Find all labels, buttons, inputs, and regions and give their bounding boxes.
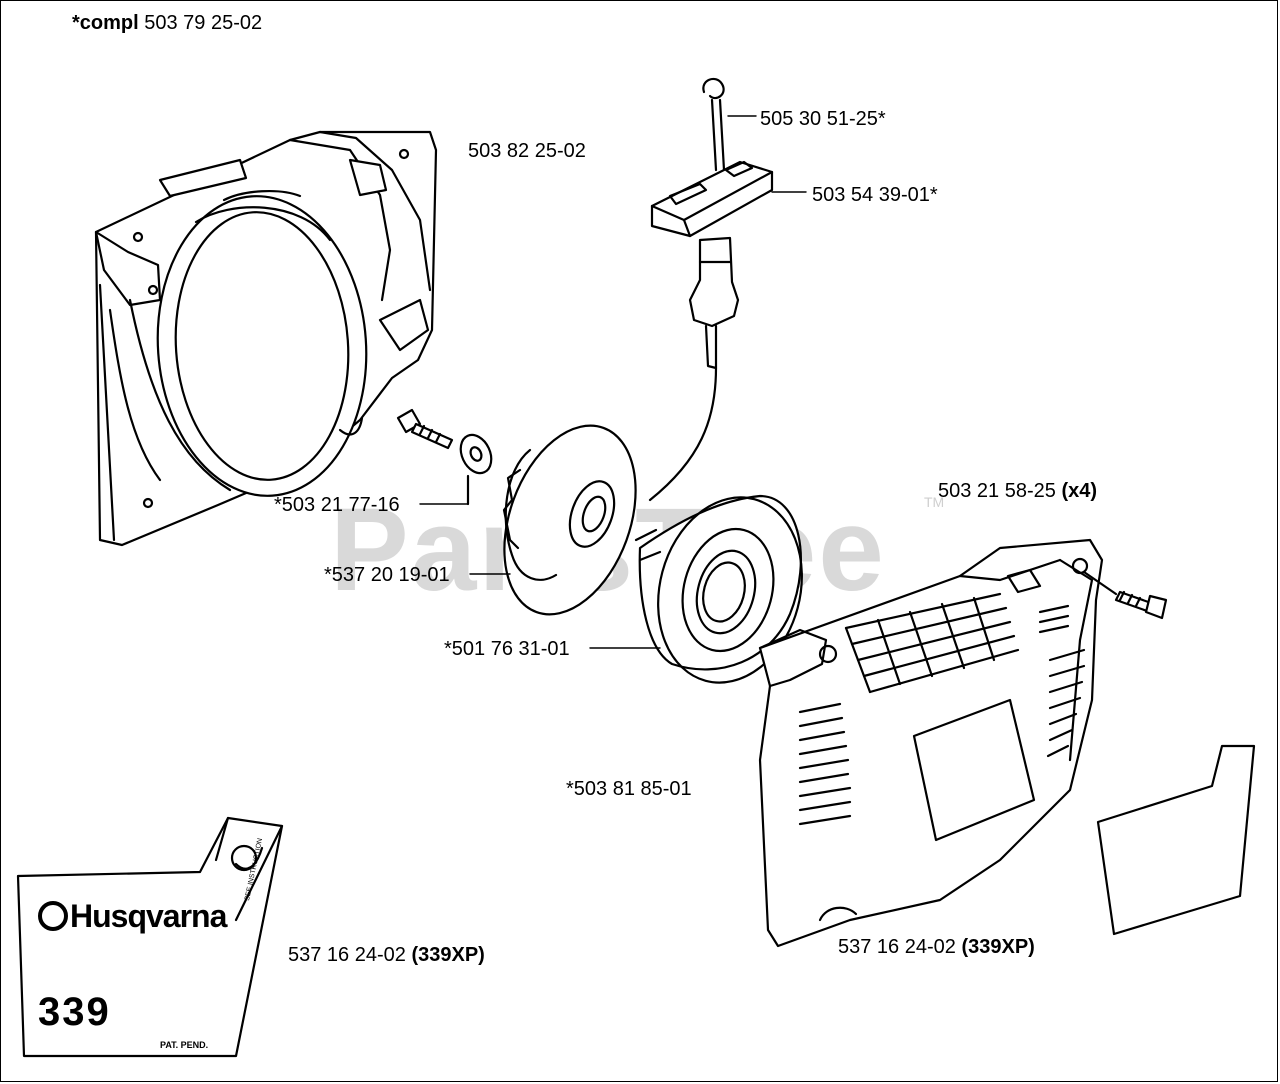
decal-right-number: 537 16 24-02 [838,936,956,958]
decal-left-number: 537 16 24-02 [288,944,406,966]
brand-name: Husqvarna [70,898,227,934]
callout-decal-right: 537 16 24-02 (339XP) [838,936,1035,958]
callout-cover-screws: 503 21 58-25 (x4) [938,480,1097,502]
assembly-label: *compl 503 79 25-02 [72,12,262,34]
cover-screws-qty: (x4) [1061,480,1098,502]
fan-housing-drawing [94,130,438,547]
callout-fan-housing: 503 82 25-02 [468,140,586,162]
callout-rope: 505 30 51-25* [760,108,886,130]
callout-screw: *503 21 77-16 [274,494,400,516]
callout-handle: 503 54 39-01* [812,184,938,206]
leader-lines [419,115,807,649]
decal-left-model: (339XP) [411,944,485,966]
starter-handle-drawing [648,77,774,502]
callout-decal-left: 537 16 24-02 (339XP) [288,944,485,966]
pulley-drawing [502,424,637,616]
spring-cassette-drawing [634,494,803,684]
assembly-number: 503 79 25-02 [144,12,263,34]
watermark-tm: TM [924,494,945,510]
decal-patent: PAT. PEND. [160,1040,209,1050]
callout-pulley: *537 20 19-01 [324,564,450,586]
husqvarna-logo-text: Husqvarna [38,898,227,935]
callout-starter-assembly: *503 81 85-01 [566,778,692,800]
husqvarna-crown-icon [38,901,68,931]
decal-right-model: (339XP) [961,936,1035,958]
compl-prefix: *compl [72,12,139,34]
decal-model-number: 339 [38,990,111,1034]
screw-drawing [396,408,493,506]
decal-right-drawing [1096,744,1256,936]
cover-screws-number: 503 21 58-25 [938,480,1056,502]
callout-spring-cassette: *501 76 31-01 [444,638,570,660]
decal-left-drawing [16,816,284,1058]
starter-cover-drawing [758,538,1168,948]
